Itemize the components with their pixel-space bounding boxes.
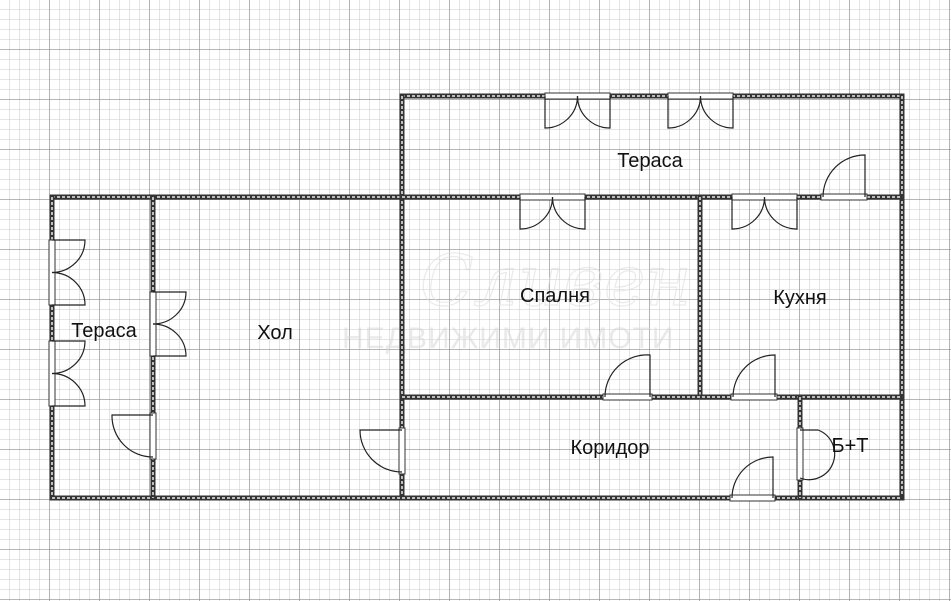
french-door-icon xyxy=(51,239,86,274)
door-opening xyxy=(149,412,157,460)
watermark: Сливен НЕДВИЖИМИ ИМОТИ xyxy=(342,239,692,355)
french-door-icon xyxy=(544,95,579,129)
french-door-icon xyxy=(763,196,798,230)
watermark-text: НЕДВИЖИМИ ИМОТИ xyxy=(342,322,675,355)
room-label-terrace-left: Тераса xyxy=(71,320,137,342)
door-icon xyxy=(111,414,154,458)
french-door-icon xyxy=(699,95,734,129)
door-icon xyxy=(731,456,774,499)
door-icon xyxy=(799,429,836,481)
door-icon xyxy=(604,354,651,398)
door-icon xyxy=(359,429,403,473)
french-door-icon xyxy=(152,323,187,357)
room-label-kitchen: Кухня xyxy=(773,287,827,309)
room-label-terrace-top: Тераса xyxy=(617,150,683,172)
french-door-icon xyxy=(152,291,187,325)
room-label-bathroom: Б+Т xyxy=(831,435,868,457)
french-door-icon xyxy=(51,271,86,306)
room-label-bedroom: Спалня xyxy=(520,285,590,307)
door-opening xyxy=(729,494,776,502)
french-door-icon xyxy=(667,95,702,129)
french-door-icon xyxy=(51,340,86,375)
room-label-corridor: Коридор xyxy=(571,437,650,459)
door-icon xyxy=(732,354,776,398)
door-opening xyxy=(730,393,778,401)
french-door-icon xyxy=(576,95,611,129)
french-door-icon xyxy=(731,196,766,230)
door-opening xyxy=(398,427,406,475)
room-label-hall: Хол xyxy=(257,322,292,344)
door-icon xyxy=(822,154,866,198)
french-door-icon xyxy=(519,196,554,230)
door-opening xyxy=(820,193,868,201)
french-door-icon xyxy=(51,372,86,407)
door-opening xyxy=(796,427,804,481)
watermark-script: Сливен xyxy=(420,240,692,322)
french-door-icon xyxy=(551,196,586,230)
door-opening xyxy=(602,393,653,401)
